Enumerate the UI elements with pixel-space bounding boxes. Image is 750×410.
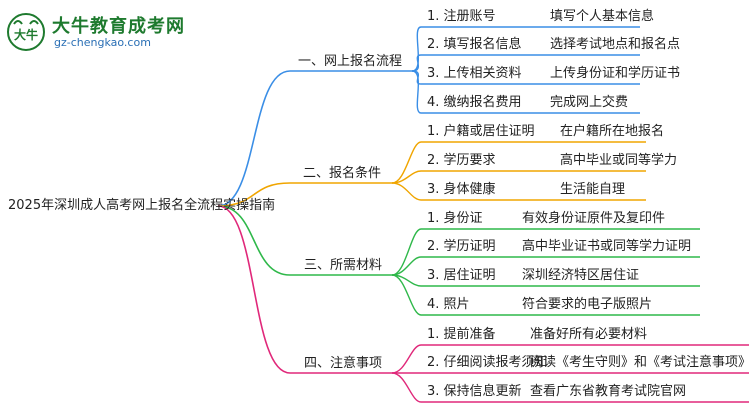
connector-branch-3-item-2 bbox=[391, 256, 422, 276]
bull-logo-icon: 大牛 bbox=[7, 13, 45, 51]
logo-badge-text: 大牛 bbox=[14, 27, 38, 42]
item-name-2-3: 3. 身体健康 bbox=[427, 182, 496, 197]
item-name-4-2: 2. 仔细阅读报考须知 bbox=[427, 355, 548, 370]
connector-branch-4-item-1 bbox=[391, 344, 422, 374]
item-detail-1-4: 完成网上交费 bbox=[550, 95, 629, 110]
item-detail-2-1: 在户籍所在地报名 bbox=[560, 124, 665, 139]
branch-label-1: 一、网上报名流程 bbox=[298, 54, 403, 69]
item-detail-1-1: 填写个人基本信息 bbox=[550, 9, 655, 24]
branch-label-4: 四、注意事项 bbox=[304, 356, 383, 371]
item-name-3-2: 2. 学历证明 bbox=[427, 239, 496, 254]
item-detail-2-2: 高中毕业或同等学力 bbox=[560, 153, 678, 168]
connector-root-branch-1 bbox=[217, 70, 291, 207]
item-name-1-2: 2. 填写报名信息 bbox=[427, 37, 522, 52]
item-name-3-3: 3. 居住证明 bbox=[427, 268, 496, 283]
item-name-4-1: 1. 提前准备 bbox=[427, 327, 496, 342]
item-detail-3-3: 深圳经济特区居住证 bbox=[522, 268, 640, 283]
connector-branch-2-item-3 bbox=[391, 182, 422, 201]
item-name-1-1: 1. 注册账号 bbox=[427, 9, 496, 24]
logo-title: 大牛教育成考网 bbox=[52, 16, 185, 37]
connector-branch-3-item-4 bbox=[391, 274, 422, 316]
item-name-1-3: 3. 上传相关资料 bbox=[427, 66, 522, 81]
root-topic: 2025年深圳成人高考网上报名全流程实操指南 bbox=[8, 198, 276, 213]
connector-branch-4-item-3 bbox=[391, 372, 422, 403]
item-detail-1-2: 选择考试地点和报名点 bbox=[550, 37, 681, 52]
brand-logo: 大牛 大牛教育成考网 gz-chengkao.com bbox=[6, 10, 196, 54]
connector-branch-2-item-1 bbox=[391, 141, 422, 184]
item-name-3-1: 1. 身份证 bbox=[427, 211, 483, 226]
item-name-2-1: 1. 户籍或居住证明 bbox=[427, 124, 535, 139]
branch-label-3: 三、所需材料 bbox=[304, 258, 383, 273]
branch-label-2: 二、报名条件 bbox=[303, 166, 382, 181]
item-detail-3-1: 有效身份证原件及复印件 bbox=[522, 211, 666, 226]
connector-branch-1-item-1 bbox=[411, 26, 422, 72]
item-name-2-2: 2. 学历要求 bbox=[427, 153, 496, 168]
item-detail-4-2: 阅读《考生守则》和《考试注意事项》 bbox=[530, 355, 750, 370]
logo-url: gz-chengkao.com bbox=[54, 36, 151, 49]
item-detail-3-2: 高中毕业证书或同等学力证明 bbox=[522, 239, 692, 254]
item-detail-2-3: 生活能自理 bbox=[560, 182, 626, 197]
item-name-4-3: 3. 保持信息更新 bbox=[427, 384, 522, 399]
item-name-1-4: 4. 缴纳报名费用 bbox=[427, 95, 522, 110]
item-detail-1-3: 上传身份证和学历证书 bbox=[550, 66, 681, 81]
connector-branch-1-item-4 bbox=[411, 70, 422, 114]
connector-root-branch-2 bbox=[217, 182, 291, 207]
connector-branch-3-item-1 bbox=[391, 228, 422, 276]
item-name-3-4: 4. 照片 bbox=[427, 297, 470, 312]
item-detail-4-3: 查看广东省教育考试院官网 bbox=[530, 384, 687, 399]
item-detail-4-1: 准备好所有必要材料 bbox=[530, 327, 648, 342]
connector-root-branch-4 bbox=[217, 205, 291, 374]
item-detail-3-4: 符合要求的电子版照片 bbox=[522, 297, 653, 312]
connector-root-branch-3 bbox=[217, 205, 291, 276]
